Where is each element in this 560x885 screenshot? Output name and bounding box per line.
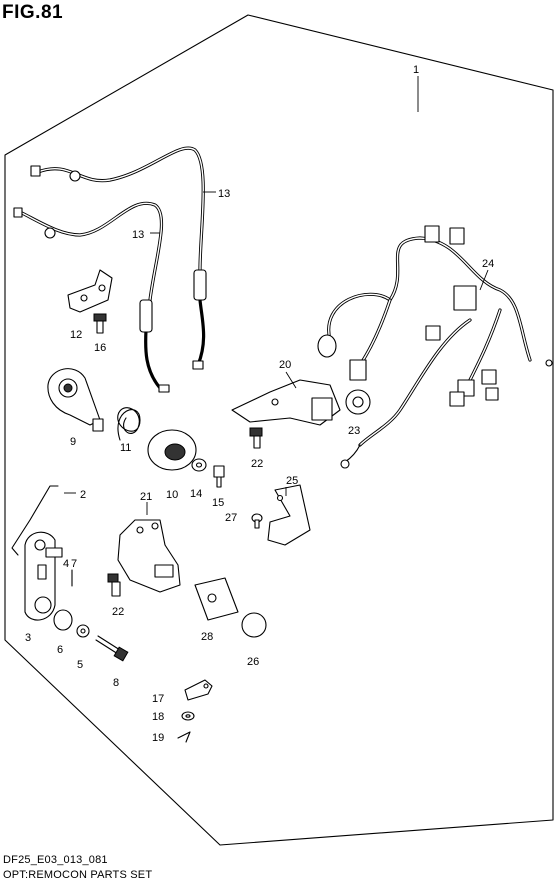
callout-13b: 13 — [132, 229, 144, 241]
callout-21: 21 — [140, 491, 152, 503]
washer-5 — [76, 624, 90, 638]
callout-22b: 22 — [112, 606, 124, 618]
callout-4: 4 — [63, 558, 69, 570]
pin-4 — [45, 547, 63, 558]
callout-10: 10 — [166, 489, 178, 501]
washer-18 — [181, 711, 195, 721]
callout-20: 20 — [279, 359, 291, 371]
spring-11 — [117, 407, 141, 441]
screw-27 — [251, 513, 263, 529]
callout-14: 14 — [190, 488, 202, 500]
collar-6 — [53, 609, 73, 631]
bolt-15 — [213, 465, 225, 488]
callout-25: 25 — [286, 475, 298, 487]
callout-11: 11 — [120, 442, 131, 454]
diagram-code: DF25_E03_013_081 — [3, 854, 108, 866]
callout-6: 6 — [57, 644, 63, 656]
bolt-8 — [95, 635, 129, 662]
callout-7: 7 — [71, 558, 77, 570]
bolt-22a — [249, 427, 263, 449]
cap-26 — [241, 612, 267, 638]
callout-9: 9 — [70, 436, 76, 448]
callout-1: 1 — [413, 64, 419, 76]
callout-17: 17 — [152, 693, 164, 705]
shift-cable-13 — [13, 201, 170, 393]
callout-13a: 13 — [218, 188, 230, 200]
holder-17 — [184, 679, 213, 701]
lever-3 — [24, 531, 56, 621]
callout-23: 23 — [348, 425, 360, 437]
throttle-cable-13 — [30, 146, 207, 370]
callout-5: 5 — [77, 659, 83, 671]
washer-14 — [191, 458, 207, 472]
leader-20 — [285, 371, 297, 389]
shift-rod-2 — [11, 485, 59, 556]
set-boundary — [4, 14, 554, 846]
bracket-25 — [267, 484, 311, 546]
clip-19 — [177, 731, 191, 743]
callout-15: 15 — [212, 497, 224, 509]
bolt-22b — [107, 573, 121, 597]
callout-19: 19 — [152, 732, 164, 744]
bolt-16 — [93, 313, 107, 334]
pad-28 — [194, 577, 239, 621]
bracket-20 — [231, 379, 341, 426]
figure-title: FIG.81 — [2, 2, 64, 23]
callout-3: 3 — [25, 632, 31, 644]
callout-28: 28 — [201, 631, 213, 643]
wiring-harness-24 — [317, 225, 553, 469]
bracket-12 — [67, 269, 113, 313]
callout-26: 26 — [247, 656, 259, 668]
diagram-caption: OPT:REMOCON PARTS SET — [3, 869, 153, 881]
leader-24 — [479, 269, 489, 291]
callout-27: 27 — [225, 512, 237, 524]
callout-22a: 22 — [251, 458, 263, 470]
callout-24: 24 — [482, 258, 494, 270]
callout-12: 12 — [70, 329, 82, 341]
callout-18: 18 — [152, 711, 164, 723]
bracket-21 — [117, 519, 181, 593]
callout-2: 2 — [80, 489, 86, 501]
throttle-lever-9 — [47, 368, 104, 432]
grommet-23 — [345, 389, 371, 415]
callout-8: 8 — [113, 677, 119, 689]
bush-10 — [147, 429, 197, 471]
callout-16: 16 — [94, 342, 106, 354]
